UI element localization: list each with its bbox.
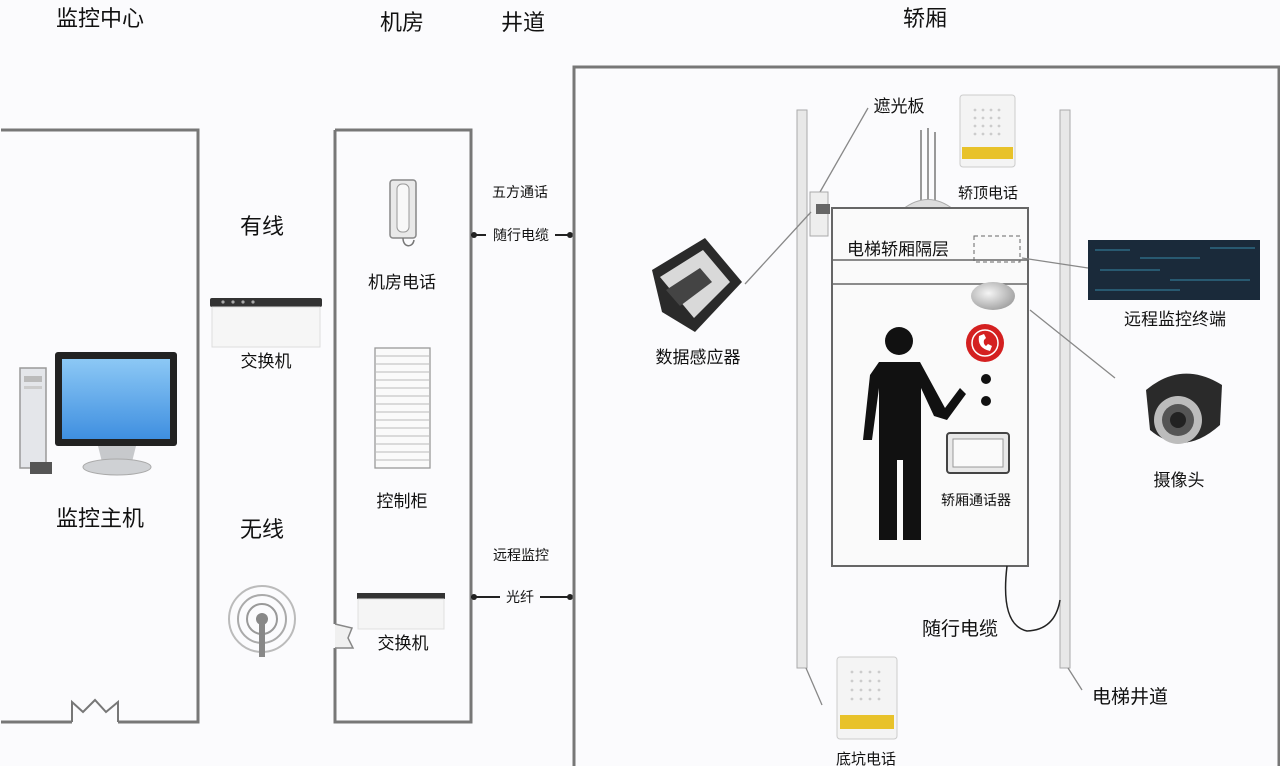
label-control-cabinet: 控制柜	[377, 492, 428, 512]
label-room-phone: 机房电话	[368, 273, 436, 293]
header-monitor-center: 监控中心	[56, 7, 144, 32]
computer-icon	[19, 352, 177, 476]
label-monitor-host: 监控主机	[56, 507, 144, 532]
data-sensor-icon	[652, 238, 742, 332]
header-shaft: 井道	[501, 11, 545, 36]
person-icon	[863, 327, 966, 540]
pit-phone-icon	[836, 656, 898, 740]
cable-top-link	[471, 232, 574, 238]
label-car-partition: 电梯轿厢隔层	[847, 240, 949, 260]
control-cabinet-icon	[374, 347, 431, 469]
label-traveling-cable-top: 随行电缆	[493, 228, 549, 244]
camera-pointer	[1029, 309, 1116, 379]
light-shield-pointer	[819, 107, 869, 193]
remote-terminal-icon	[1088, 240, 1260, 300]
machine-room-box	[333, 128, 473, 724]
header-machine-room: 机房	[380, 11, 424, 36]
label-pit-phone: 底坑电话	[836, 750, 896, 766]
left-guide-rail	[796, 109, 808, 669]
car-top-antenna	[901, 128, 955, 210]
room-phone-icon	[389, 179, 417, 247]
sensor-pointer	[744, 211, 812, 285]
traveling-cable-line	[1004, 565, 1061, 632]
fiber-link	[471, 594, 574, 600]
switch-left-icon	[210, 298, 322, 348]
alarm-call-button-icon	[966, 324, 1004, 406]
car-top-junction-box	[971, 235, 1021, 310]
header-car: 轿厢	[903, 7, 947, 32]
label-five-way-call: 五方通话	[492, 185, 548, 201]
label-wireless: 无线	[240, 518, 284, 543]
car-top-phone-icon	[959, 94, 1016, 168]
terminal-pointer	[1021, 257, 1089, 269]
monitor-center-box	[1, 128, 200, 724]
label-switch-left: 交换机	[241, 352, 292, 372]
light-shield-icon	[809, 191, 830, 237]
label-car-intercom: 轿厢通话器	[941, 493, 1011, 509]
label-traveling-cable: 随行电缆	[922, 618, 998, 640]
wireless-antenna-icon	[228, 585, 296, 657]
label-elevator-shaft: 电梯井道	[1092, 686, 1168, 708]
label-fiber: 光纤	[506, 590, 534, 606]
label-remote-monitor: 远程监控	[493, 548, 549, 564]
label-switch-room: 交换机	[378, 634, 429, 654]
label-wired: 有线	[240, 215, 284, 240]
label-camera: 摄像头	[1154, 471, 1205, 491]
label-light-shield: 遮光板	[874, 97, 925, 117]
label-remote-terminal: 远程监控终端	[1124, 310, 1226, 330]
car-intercom-icon	[946, 432, 1010, 474]
camera-icon	[1146, 373, 1222, 444]
car-area-box	[572, 65, 1280, 766]
label-data-sensor: 数据感应器	[656, 348, 741, 368]
right-guide-rail	[1059, 109, 1071, 669]
switch-room-icon	[357, 593, 445, 630]
label-car-top-phone: 轿顶电话	[958, 184, 1018, 202]
